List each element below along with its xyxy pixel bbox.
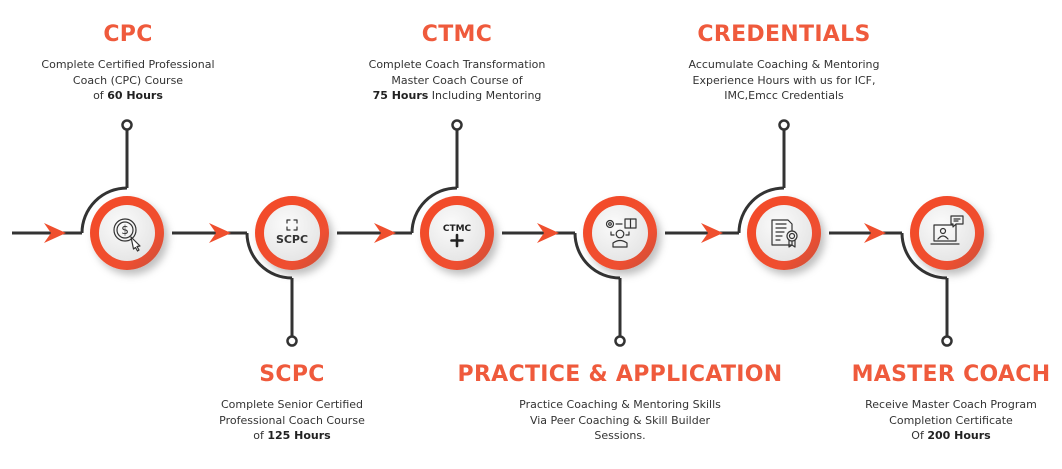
desc-line: of 60 Hours [18,88,238,104]
stem-endpoint-icon [286,335,298,347]
desc-line: Coach (CPC) Course [18,73,238,89]
arrow-icon [44,223,66,243]
step-label-ctmc: CTMC Complete Coach Transformation Maste… [337,22,577,104]
arrow-icon [209,223,231,243]
desc-text: of [253,429,268,442]
mentor-skills-icon [605,218,637,248]
node-disc [756,205,812,261]
step-node-master-coach [910,196,984,270]
desc-line: Practice Coaching & Mentoring Skills [450,397,790,413]
connector-arc [410,186,458,234]
node-disc [264,205,320,261]
step-description: Complete Certified Professional Coach (C… [18,57,238,104]
step-title: MASTER COACH [851,362,1051,387]
step-title: PRACTICE & APPLICATION [457,362,783,387]
desc-text: Coach (CPC) Course [72,73,184,87]
step-description: Practice Coaching & Mentoring Skills Via… [450,397,790,444]
arrow-icon [701,223,723,243]
desc-line: IMC,Emcc Credentials [664,88,904,104]
connector-arc [80,186,128,234]
hours-value: 75 Hours [372,89,429,102]
step-title: SCPC [259,362,325,387]
connector-arc [900,232,948,280]
step-description: Complete Senior Certified Professional C… [182,397,402,444]
desc-line: Completion Certificate [840,413,1062,429]
desc-line: Of 200 Hours [840,428,1062,444]
desc-line: Receive Master Coach Program [840,397,1062,413]
stem-endpoint-icon [614,335,626,347]
hours-value: 125 Hours [267,429,331,442]
desc-line: Master Coach Course of [337,73,577,89]
desc-text: Professional Coach Course [219,413,365,427]
step-node-ctmc: CTMC [420,196,494,270]
desc-line: Complete Senior Certified [182,397,402,413]
dollar-click-icon: $ [113,218,141,252]
arrow-icon [864,223,886,243]
step-description: Complete Coach Transformation Master Coa… [337,57,577,104]
connector-arc [245,232,293,280]
desc-text: Sessions. [594,429,646,442]
desc-text: Practice Coaching & Mentoring Skills [519,398,721,411]
desc-text: Accumulate Coaching & Mentoring [688,58,880,71]
certificate-icon [771,219,798,248]
step-description: Receive Master Coach Program Completion … [840,397,1062,444]
arrow-icon [537,223,559,243]
desc-text: IMC,Emcc Credentials [724,89,844,102]
step-node-credentials [747,196,821,270]
connector-arc [737,186,785,234]
stem-endpoint-icon [121,119,133,131]
step-label-master-coach: MASTER COACH Receive Master Coach Progra… [840,362,1062,444]
node-disc [592,205,648,261]
stem-endpoint-icon [451,119,463,131]
hours-value: 200 Hours [927,429,991,442]
step-title: CREDENTIALS [697,22,871,47]
desc-line: Complete Coach Transformation [337,57,577,73]
desc-line: Experience Hours with us for ICF, [664,73,904,89]
step-node-practice [583,196,657,270]
desc-text: Master Coach Course of [391,73,523,87]
step-title: CTMC [421,22,493,47]
desc-text: Of [911,429,928,442]
desc-text: Completion Certificate [889,413,1013,427]
desc-text: Complete Senior Certified [220,398,364,411]
svg-text:SCPC: SCPC [276,233,308,246]
ctmc-logo-icon: CTMC [443,224,472,248]
hours-value: 60 Hours [107,89,163,102]
desc-text: Complete Certified Professional [41,58,215,71]
scpc-logo-icon: SCPC [276,219,308,246]
stem-endpoint-icon [941,335,953,347]
desc-line: Sessions. [450,428,790,444]
desc-text: Complete Coach Transformation [368,58,546,71]
step-description: Accumulate Coaching & Mentoring Experien… [664,57,904,104]
node-disc [919,205,975,261]
connector-arc [573,232,621,280]
stem-endpoint-icon [778,119,790,131]
arrow-icon [374,223,396,243]
laptop-coach-icon [930,215,964,245]
svg-text:$: $ [121,223,129,237]
desc-line: Complete Certified Professional [18,57,238,73]
desc-text: Via Peer Coaching & Skill Builder [529,413,711,427]
svg-text:CTMC: CTMC [443,224,472,234]
step-label-scpc: SCPC Complete Senior Certified Professio… [182,362,402,444]
step-label-practice: PRACTICE & APPLICATION Practice Coaching… [450,362,790,444]
step-title: CPC [103,22,153,47]
desc-line: Via Peer Coaching & Skill Builder [450,413,790,429]
step-label-credentials: CREDENTIALS Accumulate Coaching & Mentor… [664,22,904,104]
desc-line: 75 Hours Including Mentoring [337,88,577,104]
desc-text: Experience Hours with us for ICF, [692,73,876,87]
desc-text: Including Mentoring [428,89,542,102]
desc-line: Accumulate Coaching & Mentoring [664,57,904,73]
desc-line: of 125 Hours [182,428,402,444]
desc-line: Professional Coach Course [182,413,402,429]
desc-text: of [93,89,108,102]
step-label-cpc: CPC Complete Certified Professional Coac… [18,22,238,104]
step-node-scpc: SCPC [255,196,329,270]
node-disc [429,205,485,261]
step-node-cpc: $ [90,196,164,270]
desc-text: Receive Master Coach Program [865,398,1037,411]
node-disc [99,205,155,261]
